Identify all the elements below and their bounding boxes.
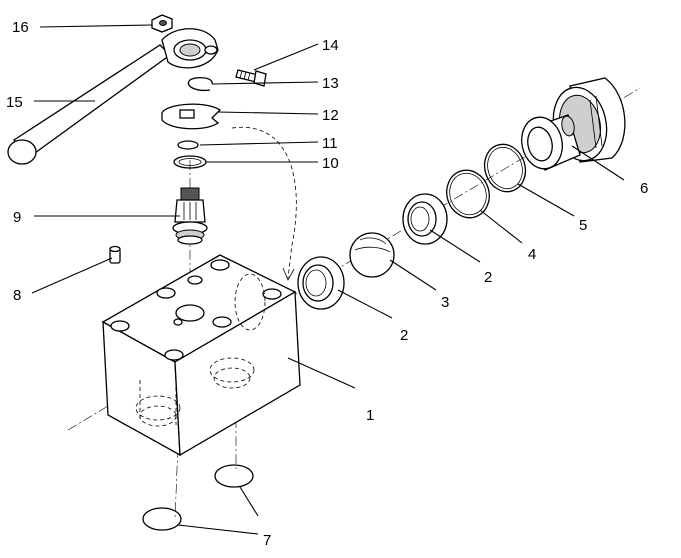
callout-14: 14 (322, 37, 339, 54)
o-ring-4 (446, 169, 490, 219)
callout-2-left: 2 (400, 327, 408, 344)
handle-screw (235, 69, 267, 87)
callout-5: 5 (579, 217, 587, 234)
callout-1: 1 (366, 407, 374, 424)
valve-seat-right (402, 193, 448, 245)
assembly-arrow (282, 267, 295, 281)
o-ring-5 (483, 143, 527, 193)
end-cap (521, 77, 626, 171)
retaining-ring-small (177, 140, 199, 150)
valve-handle (7, 28, 219, 165)
callout-2-right: 2 (484, 269, 492, 286)
valve-stem (172, 187, 208, 245)
callout-4: 4 (528, 246, 536, 263)
leader-lines (31, 24, 625, 535)
dowel-pin (109, 245, 121, 264)
callout-13: 13 (322, 75, 339, 92)
callout-8: 8 (13, 287, 21, 304)
valve-ball (349, 232, 395, 278)
o-ring-bottom-upper (214, 464, 254, 488)
stop-plate (161, 103, 222, 130)
o-ring-bottom-lower (142, 507, 182, 531)
callout-6: 6 (640, 180, 648, 197)
callout-16: 16 (12, 19, 29, 36)
valve-seat-left (297, 256, 345, 310)
callout-12: 12 (322, 107, 339, 124)
callout-10: 10 (322, 155, 339, 172)
nut (151, 14, 173, 33)
callout-11: 11 (322, 135, 338, 152)
callout-9: 9 (13, 209, 21, 226)
callout-15: 15 (6, 94, 23, 111)
snap-ring (187, 77, 213, 92)
callouts: 1 2 2 3 4 5 6 7 8 9 10 11 12 13 14 15 16 (6, 19, 648, 549)
callout-7: 7 (263, 532, 271, 549)
assembly-path (231, 126, 297, 279)
valve-body (101, 254, 301, 457)
callout-3: 3 (441, 294, 449, 311)
